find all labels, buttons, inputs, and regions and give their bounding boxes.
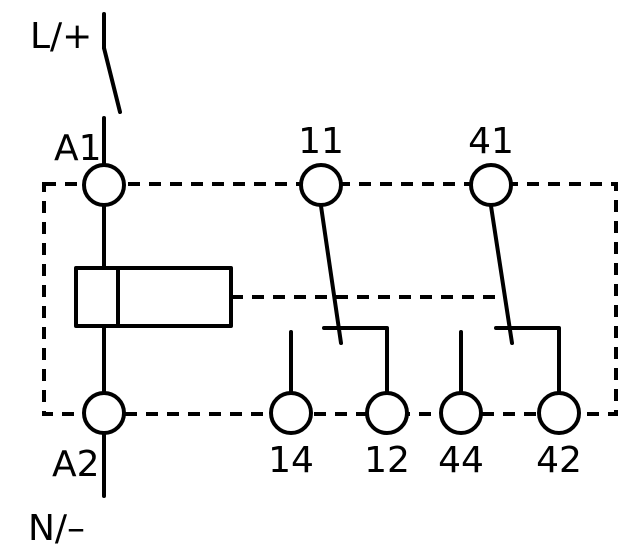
terminal-a1: [82, 163, 126, 207]
contact-2-nc-wire: [494, 326, 561, 394]
contact-2-switch-arm: [489, 204, 514, 345]
relay-housing: [42, 182, 618, 416]
label-terminal-44: 44: [438, 440, 484, 481]
contact-1-switch-arm: [319, 204, 343, 345]
terminal-11: [299, 163, 343, 207]
terminal-a2: [82, 391, 126, 435]
contact-1-nc-wire: [322, 326, 389, 394]
label-terminal-11: 11: [298, 121, 344, 162]
label-terminal-41: 41: [468, 121, 514, 162]
label-a1: A1: [54, 128, 102, 169]
label-supply-negative: N/–: [28, 508, 85, 549]
terminal-14: [269, 391, 313, 435]
terminal-42: [537, 391, 581, 435]
coil-body: [74, 266, 233, 328]
label-a2: A2: [52, 444, 100, 485]
label-terminal-12: 12: [364, 440, 410, 481]
label-terminal-14: 14: [268, 440, 314, 481]
supply-switch-blade: [102, 46, 122, 114]
terminal-41: [469, 163, 513, 207]
label-terminal-42: 42: [536, 440, 582, 481]
terminal-12: [365, 391, 409, 435]
label-supply-positive: L/+: [30, 16, 92, 57]
terminal-44: [439, 391, 483, 435]
